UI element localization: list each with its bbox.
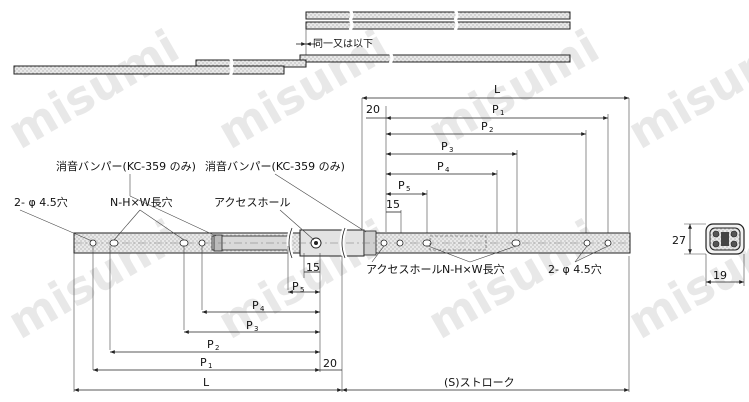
dim-lower-P1-sub: 1 (208, 362, 212, 370)
dim-upper-P2-sub: 2 (489, 126, 493, 134)
dim-lower-P5-sub: 5 (300, 286, 304, 294)
dim-lower-L: L (203, 376, 210, 389)
label-access-top: アクセスホール (214, 196, 290, 209)
dim-upper-P3: P (441, 140, 448, 153)
dim-upper-P3-sub: 3 (449, 146, 453, 154)
label-hole-left: 2- φ 4.5穴 (14, 195, 68, 209)
right-labels: アクセスホール N-H×W長穴 2- φ 4.5穴 (366, 245, 609, 276)
label-slot-right: N-H×W長穴 (442, 262, 505, 276)
rail-main (73, 227, 631, 259)
lower-dimensions: 15 P 5 P 4 P 3 P 2 P 1 20 L (S)ストローク (73, 246, 630, 392)
dim-upper-P2: P (481, 120, 488, 133)
dim-lower-15: 15 (306, 261, 320, 274)
watermark-text-4: misumi (619, 19, 749, 160)
dim-upper-L: L (494, 83, 501, 96)
dim-lower-P3: P (246, 319, 253, 332)
dim-lower-P3-sub: 3 (254, 325, 258, 333)
dim-lower-P4: P (252, 299, 259, 312)
label-slot-left: N-H×W長穴 (110, 195, 173, 209)
label-hole-right: 2- φ 4.5穴 (548, 262, 602, 276)
dim-lower-20: 20 (323, 357, 337, 370)
dim-upper-P5-sub: 5 (406, 185, 410, 193)
dim-stroke: (S)ストローク (444, 376, 515, 389)
label-access-bottom: アクセスホール (366, 263, 442, 276)
dim-upper-P5: P (398, 179, 405, 192)
watermark-text-1: misumi (0, 19, 188, 160)
label-bumper-left: 消音バンパー(KC-359 のみ) (56, 159, 196, 173)
section-view: 27 19 (672, 223, 745, 286)
section-width: 19 (713, 269, 727, 282)
label-bumper-right: 消音バンパー(KC-359 のみ) (205, 159, 345, 173)
note-same-or-less: 同一又は以下 (313, 38, 373, 50)
upper-dimensions: L 20 P 1 P 2 P 3 P 4 P 5 15 (361, 83, 630, 240)
watermark-text-7: misumi (419, 209, 608, 350)
dim-upper-P4: P (437, 160, 444, 173)
dim-lower-P2: P (207, 338, 214, 351)
dim-lower-P2-sub: 2 (215, 344, 219, 352)
dim-upper-15: 15 (386, 198, 400, 211)
section-height: 27 (672, 234, 686, 247)
watermark-text-5: misumi (0, 209, 188, 350)
dim-upper-P1: P (492, 103, 499, 116)
left-labels: 2- φ 4.5穴 N-H×W長穴 消音バンパー(KC-359 のみ) 消音バン… (14, 159, 367, 242)
dim-upper-P1-sub: 1 (500, 109, 504, 117)
rail-top-view: 同一又は以下 (13, 9, 571, 77)
dim-upper-P4-sub: 4 (445, 166, 450, 174)
dim-lower-P1: P (200, 356, 207, 369)
dim-upper-20: 20 (366, 103, 380, 116)
watermark-text-3: misumi (419, 19, 608, 160)
dim-lower-P5: P (292, 280, 299, 293)
dim-lower-P4-sub: 4 (260, 305, 265, 313)
